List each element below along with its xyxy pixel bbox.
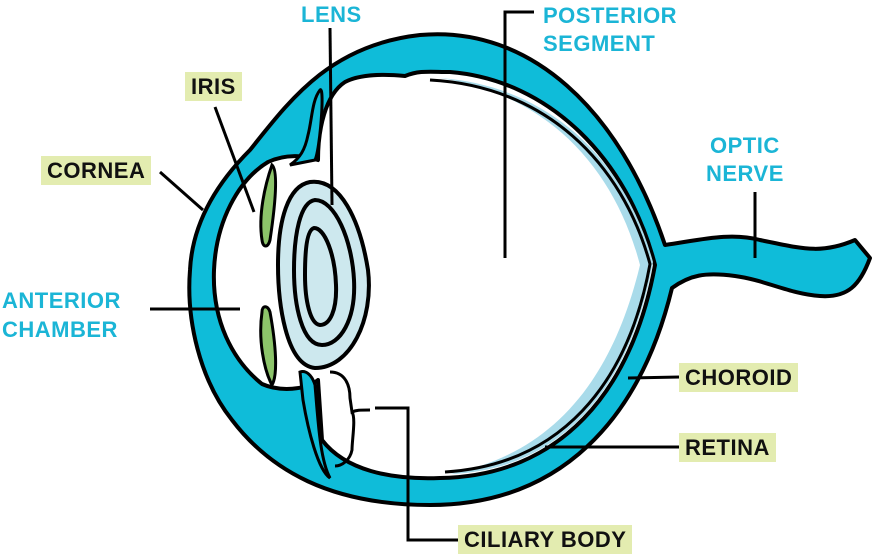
iris-lower <box>259 305 278 389</box>
label-optic-nerve-line1: OPTIC <box>710 133 780 158</box>
ciliary-body-upper <box>289 88 324 167</box>
leader-lines <box>150 10 757 542</box>
label-ciliary-body: CILIARY BODY <box>458 525 633 554</box>
ciliary-brace <box>329 370 371 468</box>
label-cornea: CORNEA <box>41 156 152 185</box>
label-anterior-chamber-line2: CHAMBER <box>2 317 118 342</box>
lens-ring-middle <box>291 197 357 348</box>
choroid-line <box>429 78 652 474</box>
lens-ring-inner <box>302 225 339 328</box>
posterior-cavity <box>211 69 657 481</box>
label-optic-nerve-line2: NERVE <box>706 161 784 186</box>
label-lens: LENS <box>301 2 362 27</box>
label-choroid: CHOROID <box>679 363 799 392</box>
label-posterior-segment-line2: SEGMENT <box>543 31 656 56</box>
label-iris: IRIS <box>185 72 242 101</box>
ciliary-body-lower <box>298 370 332 480</box>
retina <box>440 78 653 474</box>
iris-upper <box>259 162 278 248</box>
label-retina: RETINA <box>679 433 776 462</box>
label-anterior-chamber-line1: ANTERIOR <box>2 288 121 313</box>
label-posterior-segment-line1: POSTERIOR <box>543 3 678 28</box>
